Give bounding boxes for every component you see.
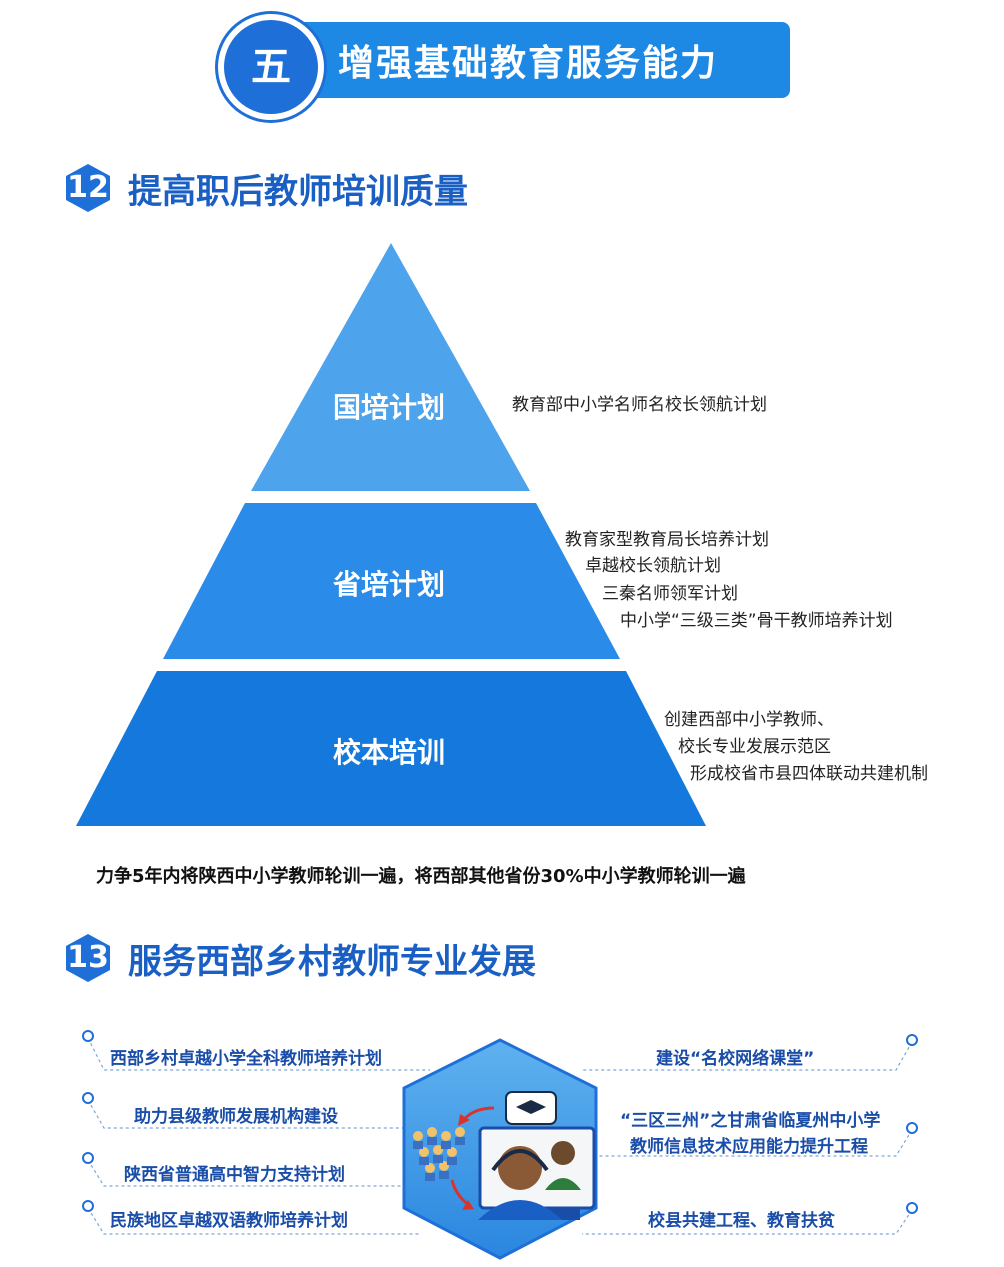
section13-badge: 13 [62,932,114,984]
pyramid-tier-provincial [163,503,620,659]
learner-icon [498,1146,542,1190]
node-dot-icon [906,1034,918,1046]
node-dot-icon [82,1200,94,1212]
node-dot-icon [906,1122,918,1134]
program-item-right: 建设“名校网络课堂” [656,1049,815,1069]
tier-note: 创建西部中小学教师、 [664,710,834,730]
hexagon-icon [66,164,110,212]
tier-label-national: 国培计划 [333,391,446,424]
program-diagram [82,1030,918,1260]
program-item-right: 教师信息技术应用能力提升工程 [630,1137,868,1157]
tier-note: 教育部中小学名师名校长领航计划 [512,395,767,415]
teacher-icon [551,1141,575,1165]
program-item-left: 助力县级教师发展机构建设 [134,1107,338,1127]
tier-label-school: 校本培训 [333,736,446,769]
tier-note: 三秦名师领军计划 [602,584,738,604]
tier-note: 校长专业发展示范区 [678,737,831,757]
node-dot-icon [82,1030,94,1042]
header-number-badge: 五 [218,14,324,120]
section12-badge: 12 [62,162,114,214]
tier-note: 形成校省市县四体联动共建机制 [690,764,928,784]
section13-title: 服务西部乡村教师专业发展 [128,942,536,982]
program-item-left: 西部乡村卓越小学全科教师培养计划 [110,1049,382,1069]
node-dot-icon [82,1092,94,1104]
tier-note: 中小学“三级三类”骨干教师培养计划 [620,611,893,631]
section13-number: 13 [67,940,109,975]
header-number: 五 [251,44,291,90]
program-item-right: “三区三州”之甘肃省临夏州中小学 [620,1111,881,1131]
students-icon [413,1127,465,1173]
pyramid-tier-school [76,671,706,826]
tier-note: 教育家型教育局长培养计划 [565,530,769,550]
tier-label-provincial: 省培计划 [333,568,446,601]
program-item-right: 校县共建工程、教育扶贫 [648,1211,835,1231]
hexagon-icon [66,934,110,982]
training-pyramid [76,243,706,826]
program-item-left: 民族地区卓越双语教师培养计划 [110,1211,348,1231]
node-dot-icon [82,1152,94,1164]
tier-note: 卓越校长领航计划 [585,556,721,576]
section12-title: 提高职后教师培训质量 [128,172,468,212]
section12-number: 12 [67,170,109,205]
header-title: 增强基础教育服务能力 [338,43,719,84]
program-item-left: 陕西省普通高中智力支持计划 [124,1165,345,1185]
pyramid-tier-national [251,243,530,491]
node-dot-icon [906,1202,918,1214]
training-goal: 力争5年内将陕西中小学教师轮训一遍，将西部其他省份30%中小学教师轮训一遍 [96,866,746,887]
